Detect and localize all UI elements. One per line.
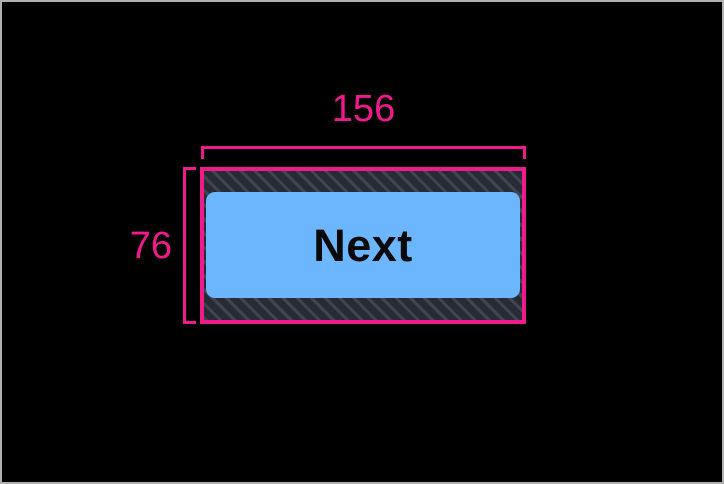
- height-dimension-label: 76: [129, 225, 172, 267]
- next-button-label: Next: [313, 219, 413, 271]
- width-dimension-bracket: [201, 146, 526, 159]
- height-dimension-bracket: [183, 167, 196, 324]
- next-button[interactable]: Next: [206, 192, 520, 298]
- element-bounds-outline: [200, 167, 526, 324]
- width-dimension-label: 156: [331, 88, 396, 130]
